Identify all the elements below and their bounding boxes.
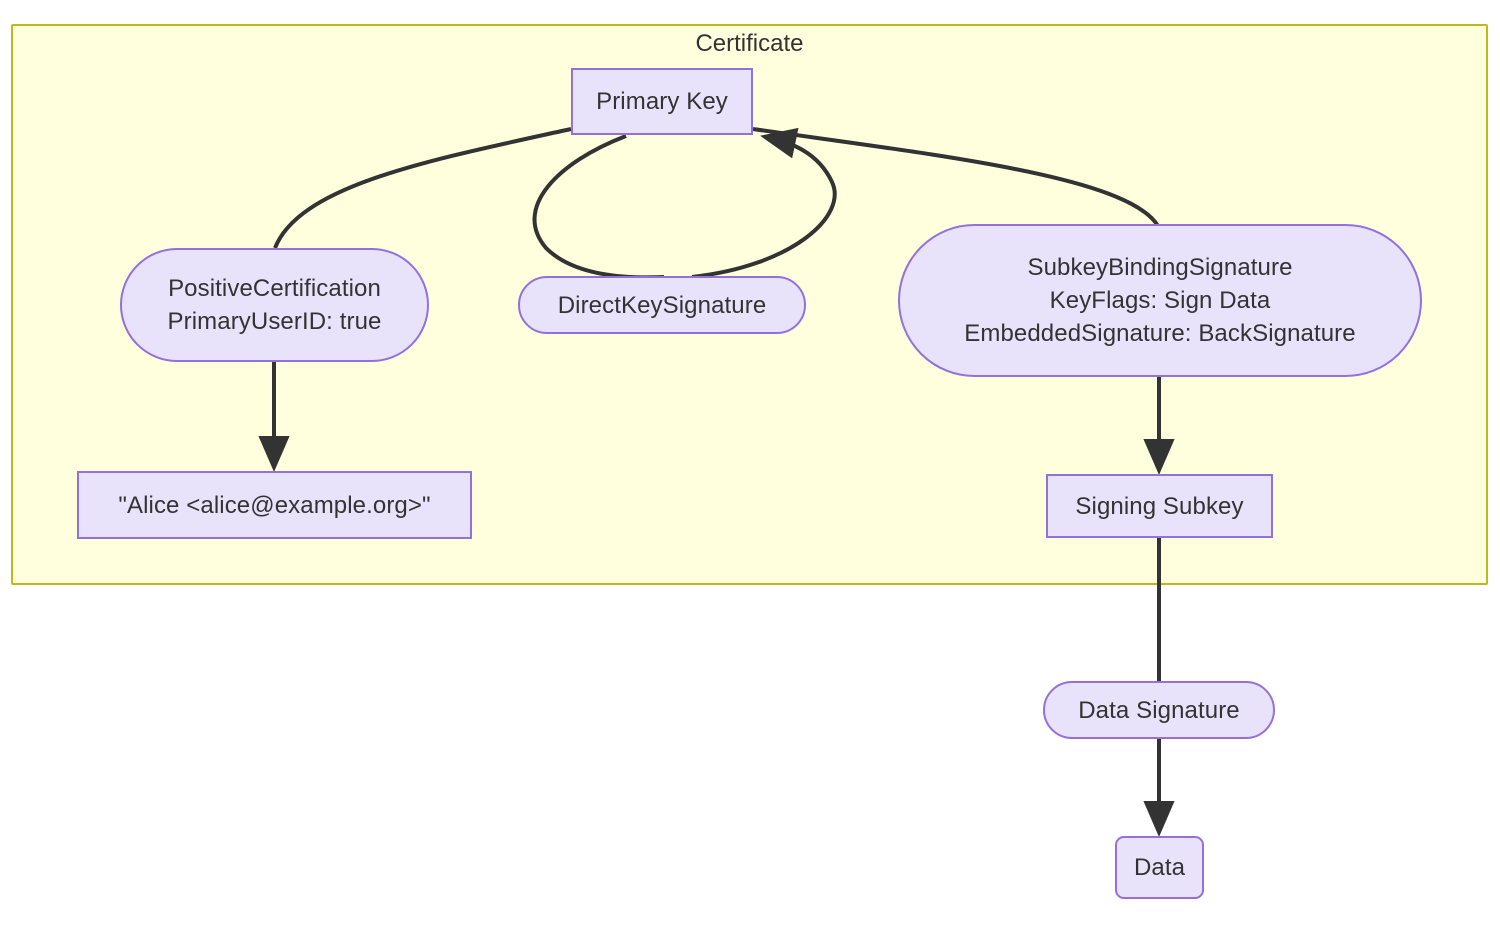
node-direct-key-signature[interactable]: DirectKeySignature — [518, 276, 806, 334]
node-data[interactable]: Data — [1115, 836, 1204, 899]
node-primary-key[interactable]: Primary Key — [571, 68, 753, 135]
node-positive-certification[interactable]: PositiveCertification PrimaryUserID: tru… — [120, 248, 429, 362]
node-data-signature[interactable]: Data Signature — [1043, 681, 1275, 739]
node-user-id[interactable]: "Alice <alice@example.org>" — [77, 471, 472, 539]
subgraph-certificate-title: Certificate — [695, 30, 804, 57]
node-subkey-binding-signature[interactable]: SubkeyBindingSignature KeyFlags: Sign Da… — [898, 224, 1422, 377]
node-signing-subkey[interactable]: Signing Subkey — [1046, 474, 1273, 538]
